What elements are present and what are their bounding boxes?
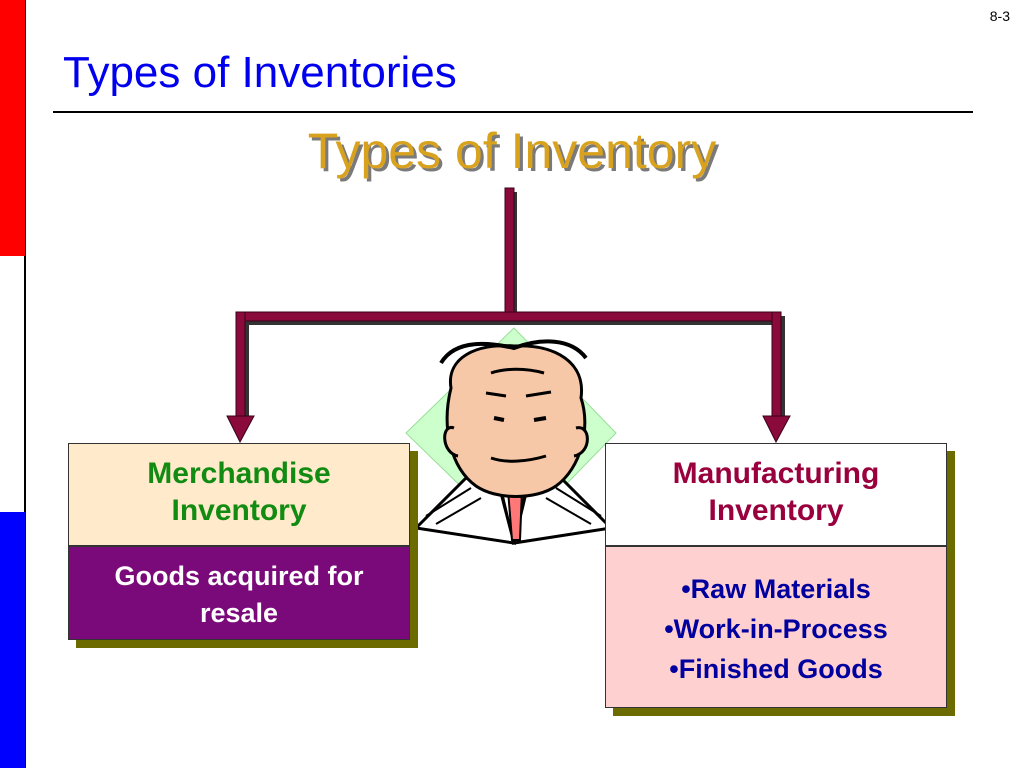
manufacturing-inventory-list: •Raw Materials •Work-in-Process •Finishe… xyxy=(605,546,947,708)
merchandise-inventory-description: Goods acquired for resale xyxy=(68,546,410,640)
thinking-man-clipart-icon xyxy=(405,327,617,545)
diagram-heading: Types of Inventory xyxy=(307,123,717,179)
manufacturing-inventory-header: Manufacturing Inventory xyxy=(605,443,947,546)
side-stripe-white xyxy=(0,256,25,512)
connector-lines xyxy=(235,187,782,419)
side-stripe-border xyxy=(25,0,26,768)
arrow-down-icon xyxy=(762,415,791,444)
merchandise-title-line: Inventory xyxy=(171,494,307,527)
title-divider xyxy=(53,111,973,113)
arrow-down-icon xyxy=(226,415,255,444)
list-item: •Finished Goods xyxy=(669,654,883,684)
merchandise-desc-line: Goods acquired for xyxy=(114,561,364,591)
list-item: •Work-in-Process xyxy=(664,614,888,644)
manufacturing-title-line: Manufacturing xyxy=(672,457,880,490)
side-stripe-red xyxy=(0,0,25,256)
slide-title: Types of Inventories xyxy=(63,48,457,97)
slide-number: 8-3 xyxy=(989,8,1010,24)
merchandise-desc-line: resale xyxy=(199,598,279,628)
manufacturing-title-line: Inventory xyxy=(708,494,844,527)
merchandise-title-line: Merchandise xyxy=(147,457,331,490)
list-item: •Raw Materials xyxy=(681,574,871,604)
side-stripe-blue xyxy=(0,512,25,768)
merchandise-inventory-header: Merchandise Inventory xyxy=(68,443,410,546)
